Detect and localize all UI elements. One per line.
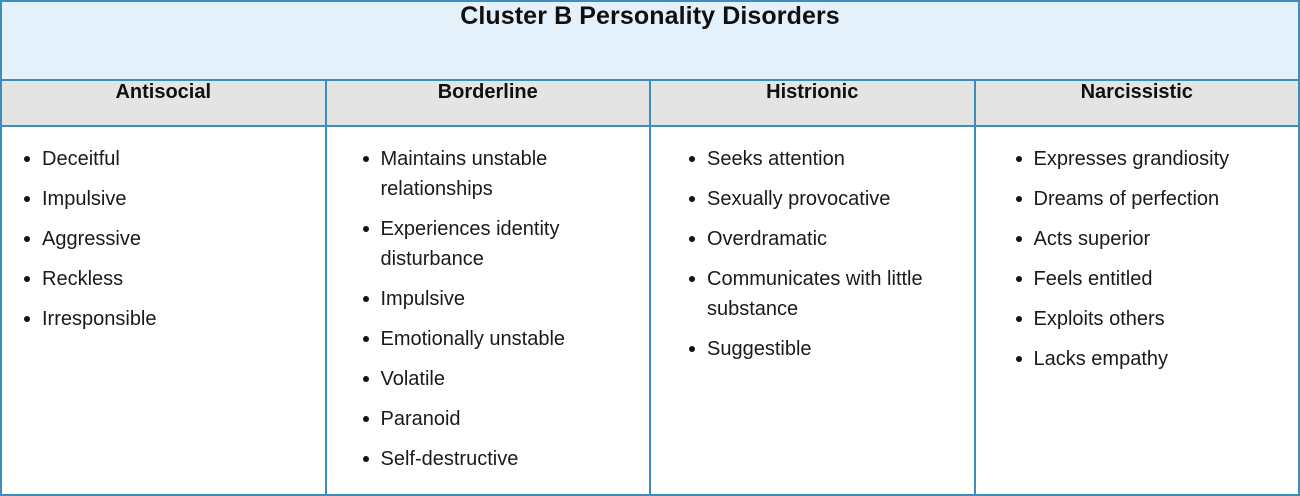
trait-list-borderline: Maintains unstable relationships Experie… xyxy=(327,127,650,494)
list-item: Suggestible xyxy=(689,334,960,364)
list-item: Impulsive xyxy=(362,284,636,314)
list-item: Emotionally unstable xyxy=(362,324,636,354)
list-item: Maintains unstable relationships xyxy=(362,144,636,204)
list-item: Aggressive xyxy=(24,224,315,254)
trait-list-histrionic: Seeks attention Sexually provocative Ove… xyxy=(651,127,974,384)
table-title: Cluster B Personality Disorders xyxy=(0,0,1300,81)
list-item: Irresponsible xyxy=(24,304,315,334)
column-header-antisocial: Antisocial xyxy=(0,79,327,127)
list-item: Paranoid xyxy=(362,404,636,434)
table-body-row: Deceitful Impulsive Aggressive Reckless … xyxy=(0,125,1300,496)
column-body-borderline: Maintains unstable relationships Experie… xyxy=(324,125,651,496)
list-item: Overdramatic xyxy=(689,224,960,254)
list-item: Sexually provocative xyxy=(689,184,960,214)
list-item: Self-destructive xyxy=(362,444,636,474)
column-body-histrionic: Seeks attention Sexually provocative Ove… xyxy=(649,125,976,496)
list-item: Expresses grandiosity xyxy=(1015,144,1285,174)
table-header-row: Antisocial Borderline Histrionic Narciss… xyxy=(0,79,1300,127)
list-item: Impulsive xyxy=(24,184,315,214)
column-header-histrionic: Histrionic xyxy=(649,79,976,127)
list-item: Experiences identity disturbance xyxy=(362,214,636,274)
list-item: Reckless xyxy=(24,264,315,294)
list-item: Communicates with little substance xyxy=(689,264,960,324)
list-item: Lacks empathy xyxy=(1015,344,1285,374)
list-item: Deceitful xyxy=(24,144,315,174)
list-item: Feels entitled xyxy=(1015,264,1285,294)
list-item: Seeks attention xyxy=(689,144,960,174)
column-body-narcissistic: Expresses grandiosity Dreams of perfecti… xyxy=(973,125,1300,496)
list-item: Exploits others xyxy=(1015,304,1285,334)
list-item: Volatile xyxy=(362,364,636,394)
list-item: Dreams of perfection xyxy=(1015,184,1285,214)
table-title-row: Cluster B Personality Disorders xyxy=(0,0,1300,81)
column-header-borderline: Borderline xyxy=(324,79,651,127)
list-item: Acts superior xyxy=(1015,224,1285,254)
column-header-narcissistic: Narcissistic xyxy=(973,79,1300,127)
trait-list-antisocial: Deceitful Impulsive Aggressive Reckless … xyxy=(2,127,325,354)
trait-list-narcissistic: Expresses grandiosity Dreams of perfecti… xyxy=(976,127,1299,394)
column-body-antisocial: Deceitful Impulsive Aggressive Reckless … xyxy=(0,125,327,496)
